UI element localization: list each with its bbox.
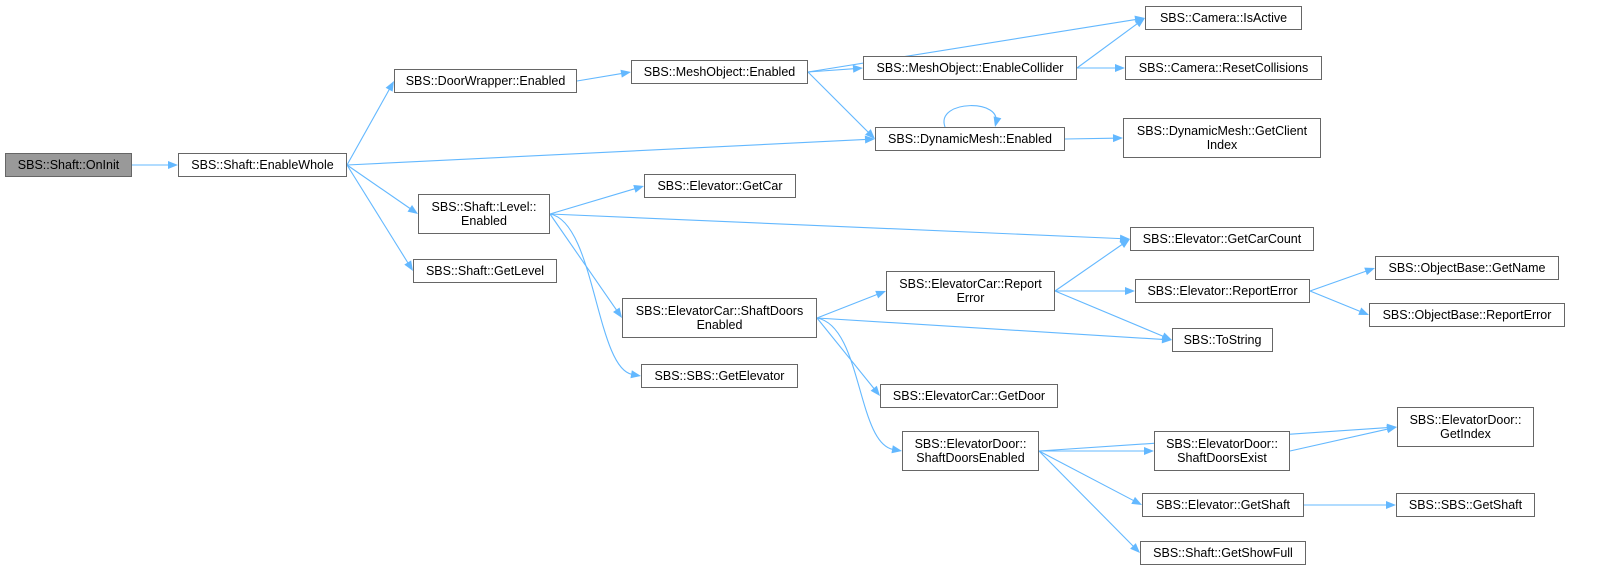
graph-node-n15[interactable]: SBS::Camera::ResetCollisions <box>1125 56 1322 80</box>
graph-node-n2[interactable]: SBS::DoorWrapper::Enabled <box>394 69 577 93</box>
graph-node-n0: SBS::Shaft::OnInit <box>5 153 132 177</box>
graph-node-n20[interactable]: SBS::ElevatorDoor:: ShaftDoorsExist <box>1154 431 1290 471</box>
edge-n7-n11 <box>816 290 886 319</box>
edge-n21-n26 <box>1304 501 1396 509</box>
edge-n5-n9 <box>807 64 863 73</box>
graph-node-n17[interactable]: SBS::Elevator::GetCarCount <box>1130 227 1314 251</box>
edge-n2-n5 <box>576 69 631 82</box>
graph-node-n22[interactable]: SBS::Shaft::GetShowFull <box>1140 541 1306 565</box>
edge-n0-n1 <box>132 161 178 169</box>
edge-n7-n13 <box>816 317 902 454</box>
graph-node-n3[interactable]: SBS::Shaft::Level:: Enabled <box>418 194 550 234</box>
edge-n3-n7 <box>549 213 622 318</box>
edge-n18-n24 <box>1309 267 1375 292</box>
edge-n5-n10 <box>807 71 875 139</box>
edge-n11-n19 <box>1054 290 1172 340</box>
edge-n1-n2 <box>346 81 394 166</box>
edge-n11-n18 <box>1054 287 1135 295</box>
graph-node-n4[interactable]: SBS::Shaft::GetLevel <box>413 259 557 283</box>
edge-n10-n10 <box>943 105 1002 128</box>
graph-node-n21[interactable]: SBS::Elevator::GetShaft <box>1142 493 1304 517</box>
graph-node-n10[interactable]: SBS::DynamicMesh::Enabled <box>875 127 1065 151</box>
edge-n7-n12 <box>816 317 880 396</box>
edge-n20-n23 <box>1289 425 1397 452</box>
graph-node-n24[interactable]: SBS::ObjectBase::GetName <box>1375 256 1559 280</box>
edge-n13-n20 <box>1038 447 1154 455</box>
graph-node-n23[interactable]: SBS::ElevatorDoor:: GetIndex <box>1397 407 1534 447</box>
edge-n10-n16 <box>1064 134 1123 143</box>
graph-node-n9[interactable]: SBS::MeshObject::EnableCollider <box>863 56 1077 80</box>
edge-n3-n17 <box>549 213 1130 243</box>
graph-node-n6[interactable]: SBS::Elevator::GetCar <box>644 174 796 198</box>
edge-n1-n10 <box>346 135 875 166</box>
graph-node-n1[interactable]: SBS::Shaft::EnableWhole <box>178 153 347 177</box>
edge-n9-n15 <box>1077 64 1125 72</box>
edge-n13-n22 <box>1038 450 1140 553</box>
edge-n1-n3 <box>346 164 418 214</box>
graph-node-n5[interactable]: SBS::MeshObject::Enabled <box>631 60 808 84</box>
edge-n3-n8 <box>549 213 641 379</box>
graph-node-n18[interactable]: SBS::Elevator::ReportError <box>1135 279 1310 303</box>
graph-node-n26[interactable]: SBS::SBS::GetShaft <box>1396 493 1535 517</box>
graph-node-n14[interactable]: SBS::Camera::IsActive <box>1145 6 1302 30</box>
edge-n18-n25 <box>1309 290 1369 315</box>
edge-n3-n6 <box>549 185 644 215</box>
graph-node-n25[interactable]: SBS::ObjectBase::ReportError <box>1369 303 1565 327</box>
edge-n1-n4 <box>346 164 413 271</box>
graph-node-n7[interactable]: SBS::ElevatorCar::ShaftDoors Enabled <box>622 298 817 338</box>
graph-node-n13[interactable]: SBS::ElevatorDoor:: ShaftDoorsEnabled <box>902 431 1039 471</box>
graph-node-n16[interactable]: SBS::DynamicMesh::GetClient Index <box>1123 118 1321 158</box>
graph-node-n8[interactable]: SBS::SBS::GetElevator <box>641 364 798 388</box>
graph-node-n11[interactable]: SBS::ElevatorCar::Report Error <box>886 271 1055 311</box>
edge-n11-n17 <box>1054 239 1130 292</box>
edge-n9-n14 <box>1076 18 1145 69</box>
graph-node-n19[interactable]: SBS::ToString <box>1172 328 1273 352</box>
edge-n7-n19 <box>816 317 1172 344</box>
graph-node-n12[interactable]: SBS::ElevatorCar::GetDoor <box>880 384 1058 408</box>
edge-n13-n21 <box>1038 450 1142 505</box>
